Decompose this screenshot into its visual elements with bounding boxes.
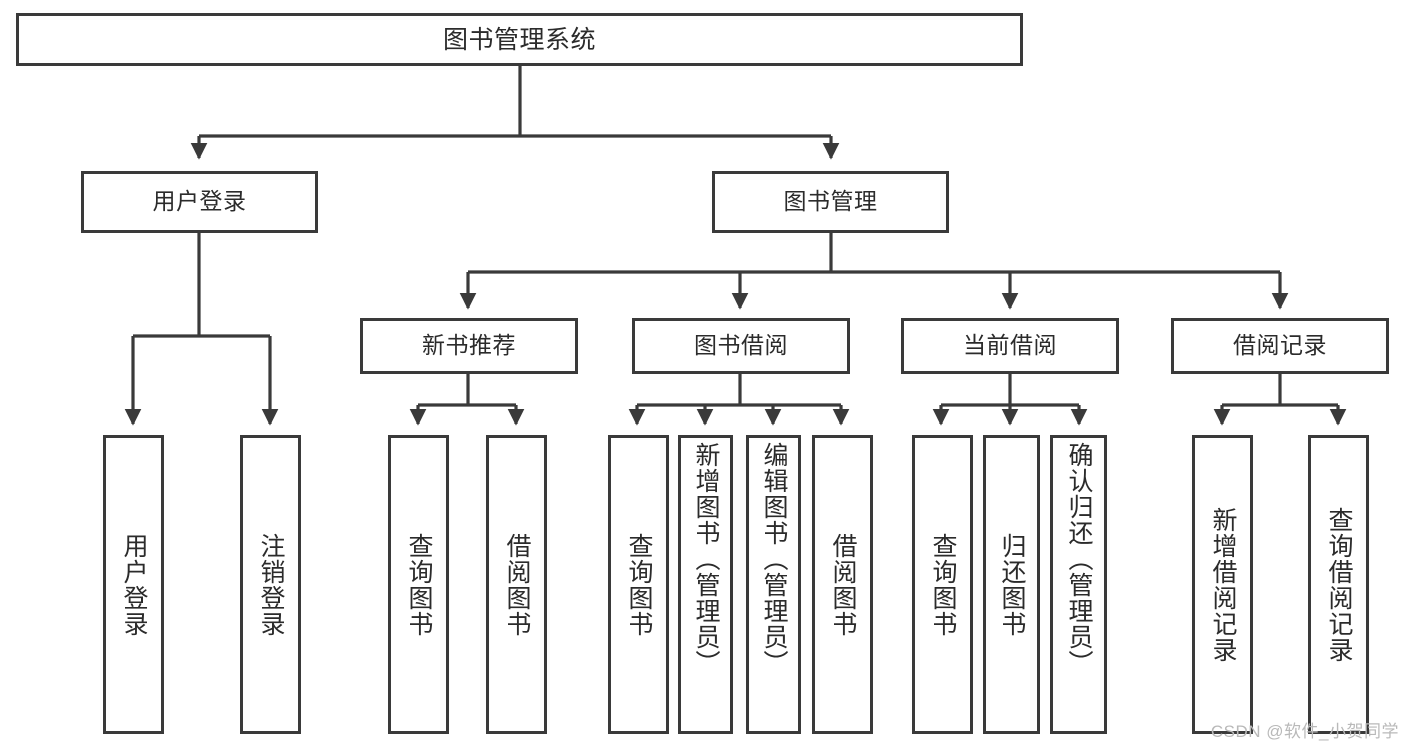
node-label: 查询图书 [405, 532, 433, 637]
node-user-login[interactable]: 用户登录 [81, 171, 318, 233]
node-borrow-record[interactable]: 借阅记录 [1171, 318, 1389, 374]
node-current-borrow[interactable]: 当前借阅 [901, 318, 1119, 374]
leaf-current-query-book[interactable]: 查询图书 [912, 435, 973, 734]
leaf-record-add-record[interactable]: 新增借阅记录 [1192, 435, 1253, 734]
node-label: 当前借阅 [963, 332, 1057, 359]
node-root-system[interactable]: 图书管理系统 [16, 13, 1023, 66]
leaf-recommend-query-book[interactable]: 查询图书 [388, 435, 449, 734]
node-label: 查询图书 [929, 532, 957, 637]
node-label: 借阅记录 [1233, 332, 1327, 359]
node-new-book-recommend[interactable]: 新书推荐 [360, 318, 578, 374]
node-label: 新增借阅记录 [1209, 506, 1237, 663]
node-label: 用户登录 [152, 188, 247, 215]
node-label: 用户登录 [120, 532, 148, 637]
leaf-current-confirm-return-admin[interactable]: 确认归还（管理员） [1050, 435, 1107, 734]
node-label: 查询图书 [625, 532, 653, 637]
leaf-user-login-signin[interactable]: 用户登录 [103, 435, 164, 734]
node-book-borrow[interactable]: 图书借阅 [632, 318, 850, 374]
node-label: 查询借阅记录 [1325, 506, 1353, 663]
node-book-management[interactable]: 图书管理 [712, 171, 949, 233]
leaf-record-query-record[interactable]: 查询借阅记录 [1308, 435, 1369, 734]
leaf-borrow-query-book[interactable]: 查询图书 [608, 435, 669, 734]
watermark: CSDN @软件_小贺同学 [1210, 722, 1399, 741]
node-label: 注销登录 [257, 532, 285, 637]
node-label: 编辑图书（管理员） [760, 442, 788, 676]
leaf-borrow-add-book-admin[interactable]: 新增图书（管理员） [678, 435, 733, 734]
node-label: 借阅图书 [503, 532, 531, 637]
node-label: 图书管理 [783, 188, 878, 215]
leaf-recommend-borrow-book[interactable]: 借阅图书 [486, 435, 547, 734]
node-label: 图书借阅 [694, 332, 788, 359]
leaf-current-return-book[interactable]: 归还图书 [983, 435, 1040, 734]
node-label: 归还图书 [998, 532, 1026, 637]
node-label: 新书推荐 [422, 332, 516, 359]
node-label: 确认归还（管理员） [1065, 442, 1093, 676]
node-label: 新增图书（管理员） [692, 442, 720, 676]
leaf-user-login-signout[interactable]: 注销登录 [240, 435, 301, 734]
node-label: 借阅图书 [829, 532, 857, 637]
leaf-borrow-edit-book-admin[interactable]: 编辑图书（管理员） [746, 435, 801, 734]
leaf-borrow-borrow-book[interactable]: 借阅图书 [812, 435, 873, 734]
node-label: 图书管理系统 [442, 25, 596, 54]
